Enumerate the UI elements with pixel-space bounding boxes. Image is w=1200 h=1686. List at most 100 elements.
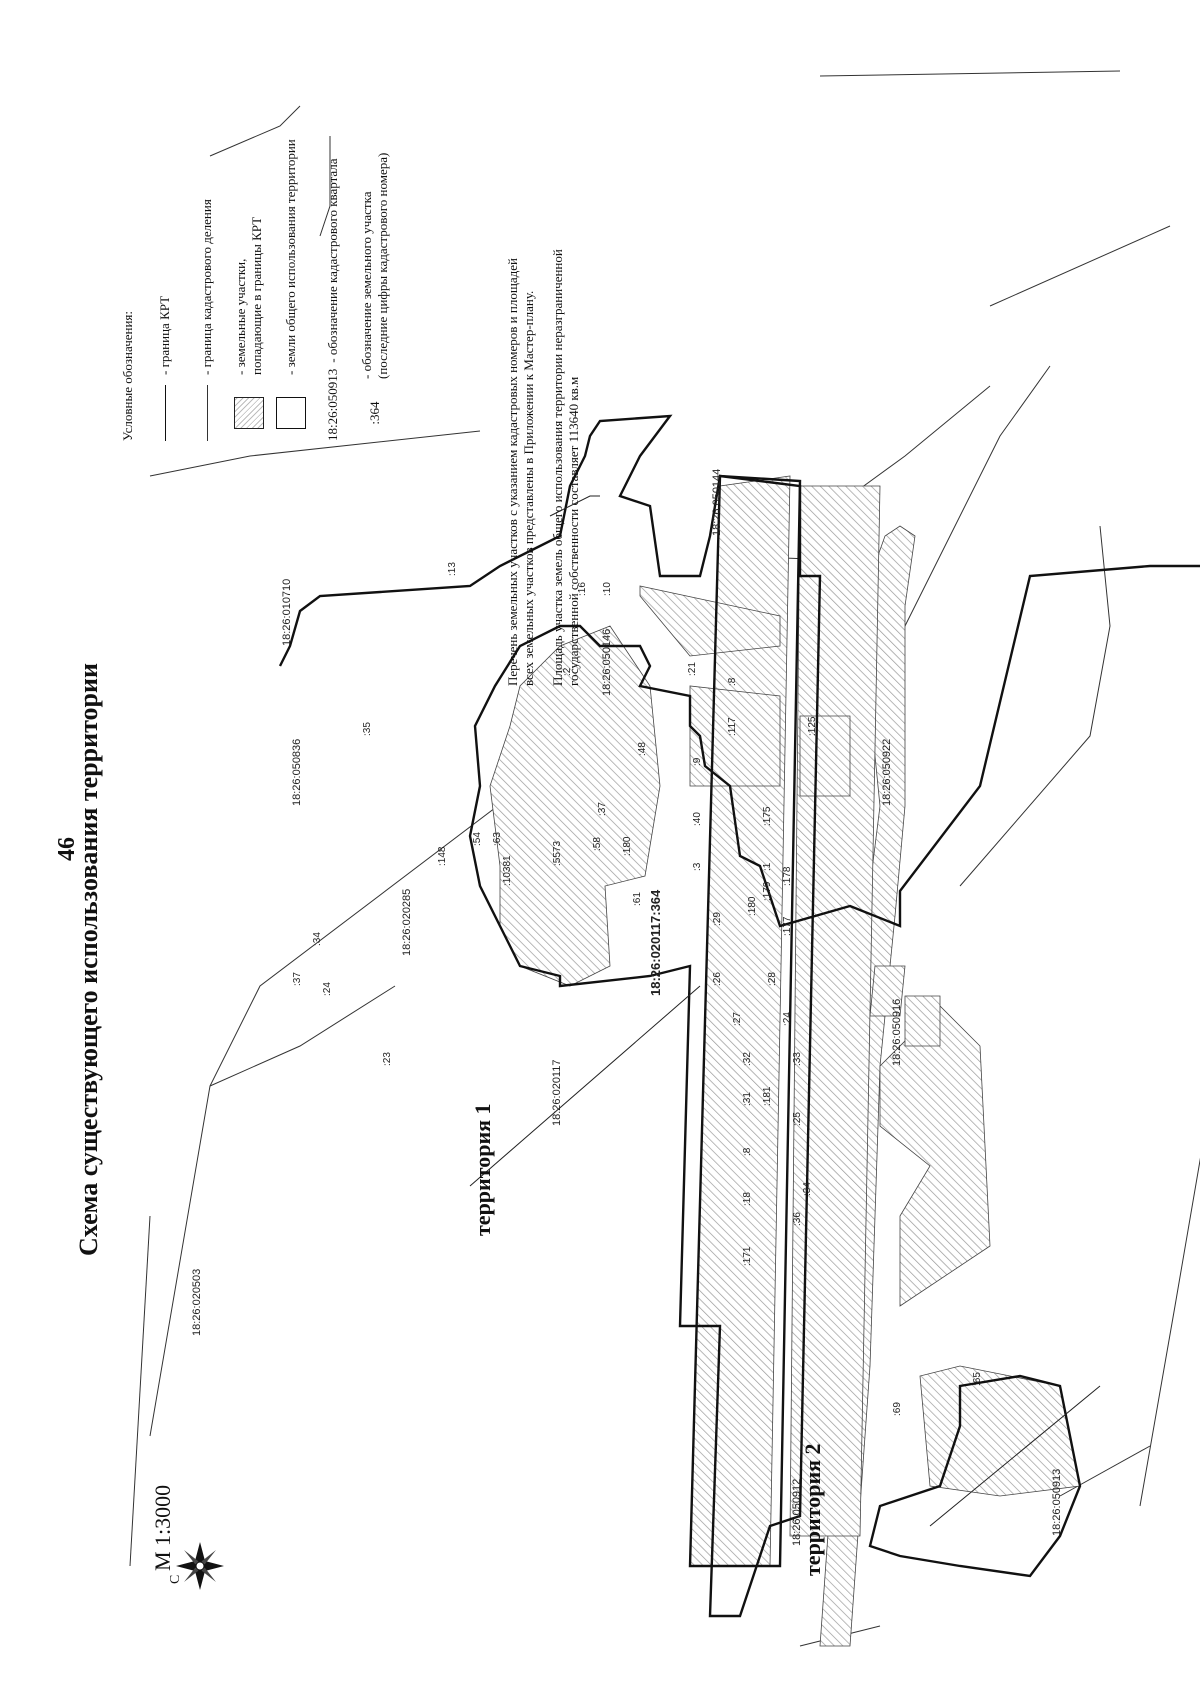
parcel-label: :29 — [712, 912, 723, 926]
legend-quarter-label: - обозначение кадастрового квартала — [325, 158, 340, 363]
territory-2-label: территория 2 — [800, 1443, 825, 1576]
legend-row-cadastral: - граница кадастрового деления — [186, 21, 228, 441]
parcel-label: :178 — [782, 866, 793, 886]
legend-row-public: - земли общего использования территории — [270, 21, 312, 441]
krt-boundary-symbol — [151, 385, 179, 441]
parcel-label: :26 — [712, 972, 723, 986]
parcels-in-krt — [489, 475, 1081, 1647]
parcel-label: :61 — [632, 892, 643, 906]
parcel-label: :10381 — [502, 855, 513, 886]
parcel-label: :8 — [727, 677, 738, 686]
parcel-labels: :13 :16 :10 :21 :2 :8 :35 :117 :9 :125 :… — [292, 562, 983, 1416]
parcel-117 — [689, 685, 781, 787]
parcel-label: :16 — [577, 582, 588, 596]
quarter-label: 18:26:050912 — [791, 1479, 803, 1546]
parcel-label: :34 — [312, 932, 323, 946]
division-line — [899, 365, 1051, 637]
division-line — [849, 385, 991, 497]
division-line — [129, 1215, 151, 1567]
map-scale: М 1:3000 — [150, 1484, 175, 1571]
quarter-label: 18:26:020285 — [401, 889, 413, 956]
division-line — [1059, 1445, 1151, 1497]
public-land-symbol — [276, 385, 306, 441]
parcel-label: :63 — [492, 832, 503, 846]
parcel-label: :69 — [892, 1402, 903, 1416]
cadastral-line-symbol — [193, 385, 221, 441]
parcel-label: :34 — [802, 1182, 813, 1196]
quarter-label: 18:26:050916 — [891, 999, 903, 1066]
legend-row-krt: - граница КРТ — [144, 21, 186, 441]
main-parcel-label: 18:26:020117:364 — [648, 889, 663, 996]
parcel-label: :27 — [732, 1012, 743, 1026]
quarter-label: 18:26:050836 — [291, 739, 303, 806]
parcel-label: :31 — [742, 1092, 753, 1106]
map-legend: Условные обозначения: - граница КРТ - гр… — [120, 21, 396, 441]
parcel-label: :117 — [727, 717, 738, 736]
parcel-364 — [489, 625, 661, 987]
parcel-label: :24 — [322, 982, 333, 996]
legend-cadastral-label: - граница кадастрового деления — [199, 199, 214, 375]
parcel-label: :3 — [692, 862, 703, 871]
quarter-label: 18:26:010710 — [281, 579, 293, 646]
quarter-label: 18:26:050913 — [1051, 1469, 1063, 1536]
division-line — [319, 136, 331, 237]
parcel-label: :5573 — [552, 841, 563, 866]
parcel-west-area — [879, 1005, 991, 1307]
parcel-label: :177 — [782, 916, 793, 936]
parcel-label: :28 — [767, 972, 778, 986]
parcel-label: :148 — [437, 846, 448, 866]
hatched-parcel-symbol — [234, 385, 264, 441]
callout-territory1 — [469, 985, 701, 1187]
parcel-label: :25 — [792, 1112, 803, 1126]
callout-lines — [469, 495, 1101, 1527]
parcel-label: :58 — [592, 837, 603, 851]
callout-territory2 — [929, 1385, 1101, 1527]
quarter-label: 18:26:050144 — [711, 469, 723, 536]
parcel-8 — [639, 585, 781, 657]
division-line — [819, 70, 1121, 77]
parcel-label: :37 — [597, 802, 608, 816]
parcel-label: :40 — [692, 812, 703, 826]
parcel-list-note: Перечень земельных участков с указанием … — [505, 258, 536, 686]
parcel-label: :171 — [742, 1246, 753, 1266]
krt-boundary-main — [278, 414, 1200, 1618]
parcel-24 — [904, 995, 941, 1047]
parcel-label: :48 — [637, 742, 648, 756]
quarter-label: 18:26:020503 — [191, 1269, 203, 1336]
scheme-title: Схема существующего использования террит… — [74, 663, 103, 1256]
division-line — [209, 985, 396, 1087]
parcel-label: :24 — [782, 1012, 793, 1026]
parcel-label: :125 — [807, 716, 818, 736]
krt-boundary-block — [688, 474, 802, 1568]
parcel-label: :35 — [362, 722, 373, 736]
legend-parcel-label: - обозначение земельного участка (послед… — [359, 152, 390, 379]
north-letter: С — [168, 1574, 183, 1584]
division-line — [959, 525, 1111, 887]
division-line — [149, 430, 481, 477]
parcel-label: :1 — [762, 862, 773, 871]
quarter-code-example: 18:26:050913 — [325, 368, 340, 441]
parcel-label: :65 — [972, 1372, 983, 1386]
parcel-label: :181 — [762, 1086, 773, 1106]
quarter-label: 18:26:050922 — [881, 739, 893, 806]
parcel-37 — [869, 965, 906, 1017]
north-arrow-icon — [176, 1542, 224, 1590]
division-line — [209, 105, 301, 157]
quarter-label: 18:26:020117 — [551, 1060, 563, 1126]
parcel-label: :9 — [692, 757, 703, 766]
parcel-label: :13 — [447, 562, 458, 576]
parcel-label: :37 — [292, 972, 303, 986]
parcel-label: :10 — [602, 582, 613, 596]
division-line — [1139, 985, 1200, 1507]
callout-legend — [549, 495, 600, 517]
parcel-label: :180 — [747, 896, 758, 916]
parcel-code-example: :364 — [367, 401, 382, 425]
parcel-label: :180 — [622, 836, 633, 856]
parcel-label: :2 — [562, 667, 573, 676]
territory-1-label: территория 1 — [470, 1103, 495, 1236]
parcel-label: :32 — [742, 1052, 753, 1066]
parcel-label: :23 — [382, 1052, 393, 1066]
parcel-label: :54 — [472, 832, 483, 846]
